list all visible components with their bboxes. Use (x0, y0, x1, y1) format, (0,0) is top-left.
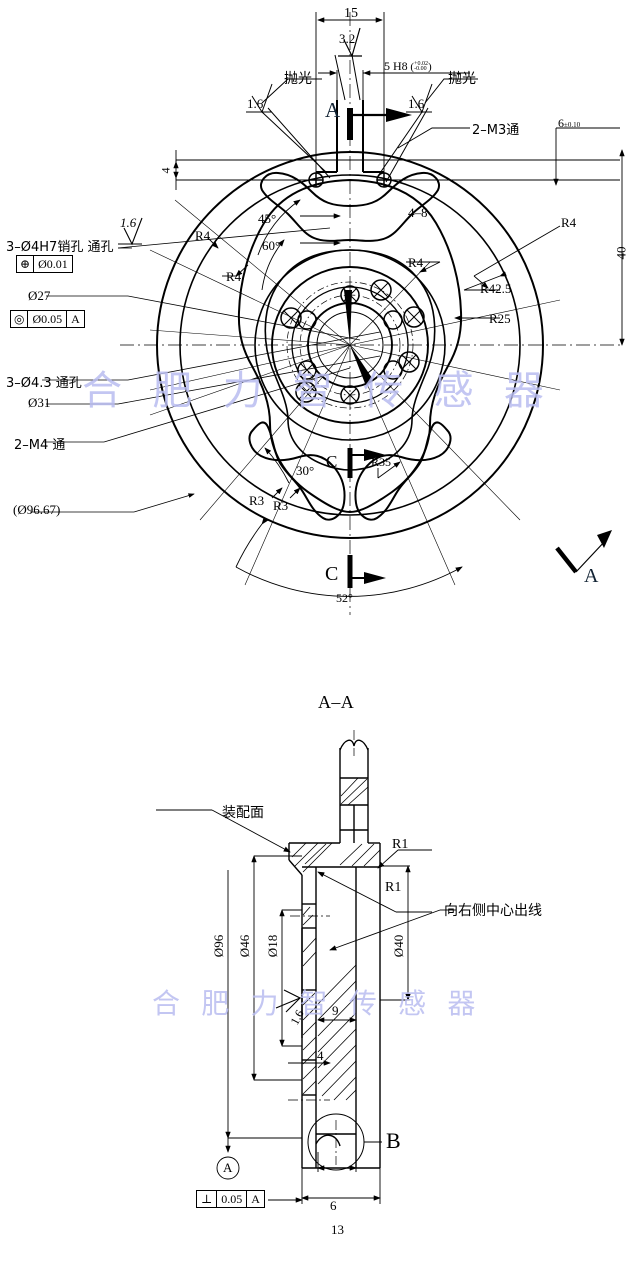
dim-6-value: 6 (558, 116, 564, 130)
position-symbol: ⊕ (17, 256, 35, 272)
slot-count-4-8: 4–8 (408, 205, 428, 220)
dim-dia-27: Ø27 (28, 288, 51, 303)
section-marker-a-top: A (325, 98, 341, 122)
perpendicularity-datum: A (251, 1192, 260, 1206)
roughness-3-2: 3.2 (339, 31, 356, 46)
dim-dia-46: Ø46 (237, 934, 253, 958)
roughness-1-6-left-lower: 1.6 (120, 215, 137, 230)
dim-6-tolerance: ±0.10 (564, 121, 581, 129)
wire-exit-label: 向右侧中心出线 (444, 903, 542, 919)
radius-r4-top-left: R4 (195, 228, 211, 243)
section-view-graphics (156, 730, 456, 1204)
section-marker-c-upper: C (326, 452, 338, 471)
concentricity-tolerance-frame: ◎ Ø0.05 A (10, 310, 85, 328)
keyway-fit-label: 5 H8 (+0.02-0.00) (384, 59, 432, 73)
clearance-holes-label: 3–Ø4.3 通孔 (6, 376, 82, 391)
keyway-tol-upper: +0.02 (414, 60, 428, 67)
radius-r3-right: R3 (273, 498, 289, 513)
dim-dia-31: Ø31 (28, 395, 51, 410)
perpendicularity-symbol: ⊥ (197, 1191, 218, 1207)
thread-2-m4-label: 2–M4 通 (14, 438, 66, 453)
dim-dia-18: Ø18 (265, 934, 281, 958)
angle-60: 60° (262, 238, 281, 253)
position-value: Ø0.01 (38, 257, 68, 271)
section-marker-c-lower: C (325, 563, 339, 585)
radius-r4-mid-left: R4 (226, 269, 242, 284)
datum-a-label: A (223, 1160, 233, 1175)
fillet-r1-lower: R1 (385, 880, 402, 895)
angle-52: 52° (336, 591, 353, 605)
angle-30: 30° (296, 463, 315, 478)
dim-6-section: 6 (330, 1198, 337, 1213)
radius-r3-left: R3 (249, 493, 265, 508)
concentricity-datum: A (71, 312, 80, 326)
view-arrow-label-a: A (584, 565, 599, 587)
polish-label-left: 抛光 (284, 71, 312, 87)
thread-2-m3-label: 2–M3通 (472, 123, 520, 138)
position-tolerance-frame: ⊕ Ø0.01 (16, 255, 73, 273)
radius-r25: R25 (489, 311, 511, 326)
dim-slot-width: 15 (344, 6, 358, 21)
pin-holes-label: 3–Ø4H7销孔 通孔 (6, 240, 114, 255)
angle-45: 45° (258, 211, 277, 226)
detail-marker-b: B (386, 1128, 401, 1153)
keyway-tol-lower: -0.00 (414, 66, 427, 73)
dim-6-tol: 6±0.10 (558, 116, 580, 131)
fillet-r1-upper: R1 (392, 837, 409, 852)
section-title: A–A (318, 692, 355, 712)
perpendicularity-value: 0.05 (217, 1191, 248, 1207)
dim-4: 4 (317, 1048, 324, 1063)
roughness-left-1-6: 1.6 (247, 96, 264, 111)
perpendicularity-tolerance-frame: ⊥ 0.05 A (196, 1190, 265, 1208)
dim-thickness-4: 4 (158, 167, 173, 174)
roughness-right-1-6: 1.6 (408, 96, 425, 111)
mounting-face-label: 装配面 (222, 805, 264, 821)
dim-overall-40: 40 (613, 246, 629, 260)
radius-r4-far-right: R4 (561, 215, 577, 230)
polish-label-right: 抛光 (448, 71, 476, 87)
radius-r42-5: R42.5 (480, 281, 512, 296)
keyway-fit-value: 5 H8 (384, 59, 408, 73)
radius-r35: R35 (371, 455, 392, 469)
dim-9: 9 (332, 1003, 339, 1018)
dim-13: 13 (331, 1222, 344, 1237)
dim-dia-96: Ø96 (211, 934, 227, 958)
concentricity-value: Ø0.05 (28, 311, 68, 327)
dim-dia-40: Ø40 (391, 934, 407, 958)
reference-dia-96-67: (Ø96.67) (13, 502, 61, 517)
radius-r4-right: R4 (408, 255, 424, 270)
top-view-graphics (30, 12, 625, 615)
concentricity-symbol: ◎ (11, 311, 29, 327)
